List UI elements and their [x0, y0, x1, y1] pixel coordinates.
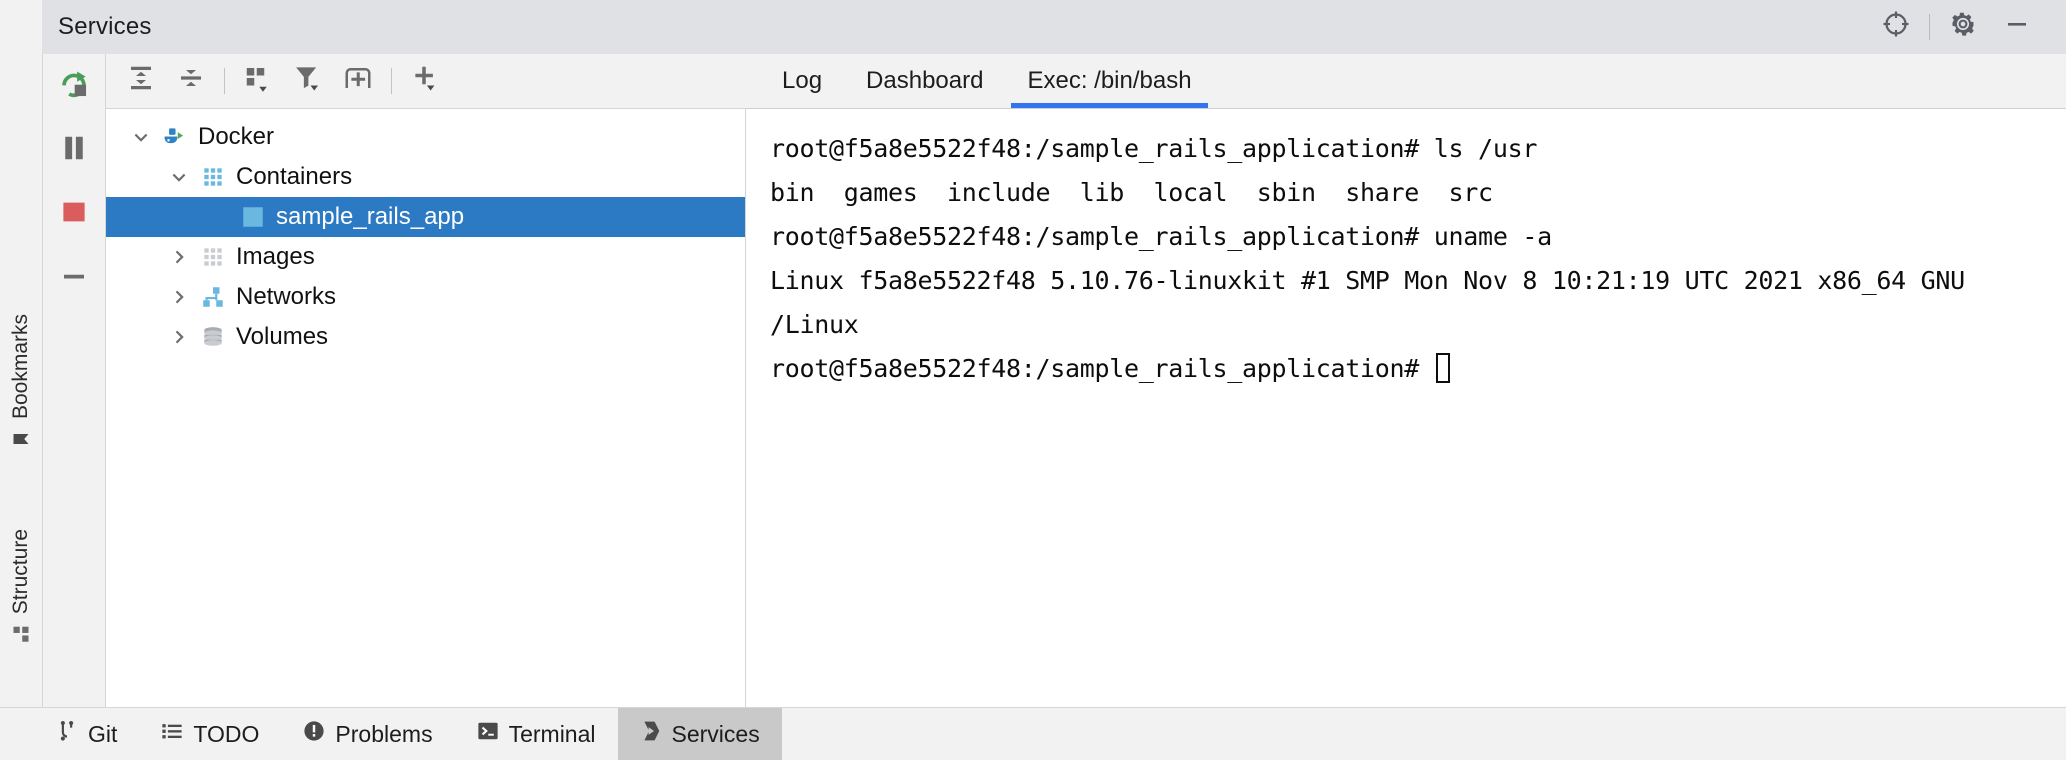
images-icon: [196, 244, 230, 270]
filter-icon: [293, 63, 323, 99]
chevron-right-icon[interactable]: [162, 247, 196, 267]
header-main: Services: [42, 0, 2066, 54]
status-tab-terminal-label: Terminal: [508, 720, 596, 747]
expand-all-button[interactable]: [116, 59, 166, 103]
status-tab-todo-label: TODO: [193, 720, 260, 747]
sidebar-item-structure-label: Structure: [9, 529, 32, 615]
tree-node-images[interactable]: Images: [106, 237, 745, 277]
bookmark-icon: [11, 429, 31, 449]
tree-node-volumes[interactable]: Volumes: [106, 317, 745, 357]
tree-node-label: Images: [236, 243, 315, 270]
detail-column: Log Dashboard Exec: /bin/bash root@f5a8e…: [746, 54, 2066, 707]
collapse-all-button[interactable]: [166, 59, 216, 103]
status-tab-todo[interactable]: TODO: [139, 708, 281, 760]
stop-button[interactable]: [53, 194, 95, 236]
tree-node-sample-rails-app[interactable]: sample_rails_app: [106, 197, 745, 237]
run-controls-column: [43, 54, 106, 707]
problems-icon: [303, 720, 325, 748]
structure-icon: [11, 624, 31, 644]
tree-node-label: Containers: [236, 163, 353, 190]
header-tool-buttons: [1869, 0, 2066, 54]
todo-list-icon: [161, 720, 183, 748]
expand-all-icon: [126, 63, 156, 99]
rerun-icon: [57, 67, 91, 107]
minus-icon: [59, 261, 89, 297]
status-tab-git[interactable]: Git: [34, 708, 139, 760]
tab-exec-bin-bash[interactable]: Exec: /bin/bash: [1005, 54, 1213, 108]
tree-node-label: Docker: [198, 123, 275, 150]
tab-dashboard[interactable]: Dashboard: [866, 67, 984, 94]
volumes-icon: [196, 324, 230, 350]
terminal-output[interactable]: root@f5a8e5522f48:/sample_rails_applicat…: [746, 109, 2066, 707]
tree-node-networks[interactable]: Networks: [106, 277, 745, 317]
git-branch-icon: [56, 720, 78, 748]
tree-node-label: Networks: [236, 283, 337, 310]
sidebar-item-bookmarks[interactable]: Bookmarks: [9, 304, 33, 459]
status-tab-problems[interactable]: Problems: [281, 708, 454, 760]
pause-icon: [59, 133, 89, 169]
filter-button[interactable]: [283, 59, 333, 103]
chevron-down-icon[interactable]: [124, 127, 158, 147]
status-tab-services-label: Services: [671, 720, 760, 747]
tree-node-docker[interactable]: Docker: [106, 117, 745, 157]
services-icon: [640, 720, 662, 748]
add-tab-icon: [343, 63, 373, 99]
terminal-line: bin games include lib local sbin share s…: [770, 178, 1493, 207]
add-service-button[interactable]: [400, 59, 450, 103]
status-tab-services[interactable]: Services: [617, 708, 782, 760]
header-separator: [1929, 14, 1930, 40]
networks-icon: [196, 284, 230, 310]
header-left-pad: [0, 0, 42, 54]
rerun-button[interactable]: [53, 66, 95, 108]
tree-node-label: sample_rails_app: [276, 203, 465, 230]
terminal-prompt: root@f5a8e5522f48:/sample_rails_applicat…: [770, 354, 1434, 383]
tree-node-label: Volumes: [236, 323, 329, 350]
chevron-down-icon[interactable]: [162, 167, 196, 187]
terminal-cursor: [1435, 353, 1450, 383]
add-tab-button[interactable]: [333, 59, 383, 103]
detail-tab-bar: Log Dashboard Exec: /bin/bash: [746, 54, 2066, 109]
toolbar-separator-2: [391, 68, 392, 94]
containers-icon: [196, 164, 230, 190]
group-by-icon: [243, 63, 273, 99]
sidebar-item-structure[interactable]: Structure: [9, 519, 33, 654]
settings-gear-icon: [1949, 10, 1977, 44]
chevron-right-icon[interactable]: [162, 327, 196, 347]
terminal-line: Linux f5a8e5522f48 5.10.76-linuxkit #1 S…: [770, 266, 1965, 295]
minimize-icon: [2003, 10, 2031, 44]
locate-target-button[interactable]: [1869, 0, 1923, 54]
terminal-line: root@f5a8e5522f48:/sample_rails_applicat…: [770, 222, 1552, 251]
settings-button[interactable]: [1936, 0, 1990, 54]
group-by-button[interactable]: [233, 59, 283, 103]
collapse-all-icon: [176, 63, 206, 99]
container-running-icon: [236, 204, 270, 230]
status-tab-git-label: Git: [88, 720, 118, 747]
services-tree[interactable]: Docker: [106, 109, 746, 707]
minus-button[interactable]: [53, 258, 95, 300]
services-tree-column: Docker: [106, 54, 746, 707]
status-tab-terminal[interactable]: Terminal: [455, 708, 618, 760]
tab-log[interactable]: Log: [782, 67, 823, 94]
terminal-line: /Linux: [770, 310, 859, 339]
pause-button[interactable]: [53, 130, 95, 172]
status-tab-problems-label: Problems: [335, 720, 433, 747]
tree-node-containers[interactable]: Containers: [106, 157, 745, 197]
locate-target-icon: [1882, 10, 1910, 44]
window-header: Services: [0, 0, 2066, 54]
terminal-line: root@f5a8e5522f48:/sample_rails_applicat…: [770, 134, 1538, 163]
chevron-right-icon[interactable]: [162, 287, 196, 307]
stop-icon: [59, 197, 89, 233]
sidebar-item-bookmarks-label: Bookmarks: [9, 314, 32, 420]
terminal-icon: [477, 720, 499, 748]
main-body: Bookmarks Structure: [0, 54, 2066, 707]
plus-dropdown-icon: [410, 63, 440, 99]
docker-icon: [158, 124, 192, 150]
minimize-button[interactable]: [1990, 0, 2044, 54]
page-title: Services: [58, 13, 152, 40]
left-tool-strip: Bookmarks Structure: [0, 54, 43, 707]
toolbar-separator-1: [224, 68, 225, 94]
tree-toolbar: [106, 54, 746, 109]
status-bar: Git TODO: [0, 707, 2066, 760]
